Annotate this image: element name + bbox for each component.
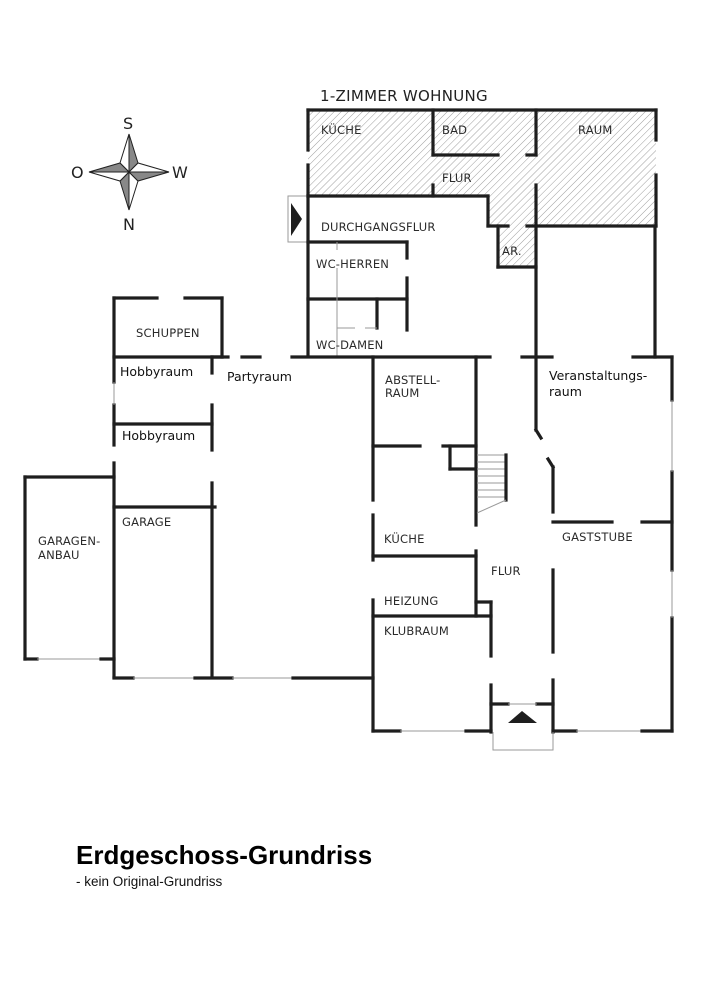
- room-label-abstellraum-2: RAUM: [385, 386, 420, 400]
- room-label-heizung: HEIZUNG: [384, 594, 439, 608]
- room-label-garagenanbau-2: ANBAU: [38, 548, 80, 562]
- room-label-klubraum: KLUBRAUM: [384, 624, 449, 638]
- room-label-hobbyraum-1: Hobbyraum: [120, 364, 193, 379]
- room-label-gaststube: GASTSTUBE: [562, 530, 633, 544]
- room-label-abstellraum-1: ABSTELL-: [385, 373, 441, 387]
- compass-label-top: S: [123, 114, 133, 133]
- room-label-veranstaltungsraum-1: Veranstaltungs-: [549, 368, 647, 383]
- room-label-kueche-top: KÜCHE: [321, 121, 362, 137]
- compass-label-bottom: N: [123, 215, 135, 234]
- room-label-wc-herren: WC-HERREN: [316, 257, 389, 271]
- room-label-veranstaltungsraum-2: raum: [549, 384, 582, 399]
- entrance-arrow-icon: [508, 711, 537, 723]
- room-label-bad: BAD: [442, 123, 467, 137]
- room-label-garage: GARAGE: [122, 515, 171, 529]
- compass-label-right: W: [172, 163, 188, 182]
- wc-walls: [306, 194, 500, 358]
- room-label-partyraum: Partyraum: [227, 369, 292, 384]
- apartment-walls: [306, 108, 658, 269]
- apartment-title: 1-ZIMMER WOHNUNG: [320, 87, 488, 105]
- apartment-hatched-area: [308, 110, 656, 267]
- entrance-arrow-icon: [291, 203, 302, 236]
- side-entrance: [287, 195, 309, 243]
- room-label-ar: AR.: [502, 244, 522, 258]
- compass-label-left: O: [71, 163, 84, 182]
- room-label-wc-damen: WC-DAMEN: [316, 338, 383, 352]
- room-label-durchgangsflur: DURCHGANGSFLUR: [321, 220, 436, 234]
- main-entrance: [492, 711, 554, 751]
- room-label-kueche: KÜCHE: [384, 530, 425, 546]
- plan-subtitle: - kein Original-Grundriss: [76, 874, 223, 889]
- plan-title: Erdgeschoss-Grundriss: [76, 840, 373, 870]
- staircase: [476, 453, 508, 514]
- room-label-hobbyraum-2: Hobbyraum: [122, 428, 195, 443]
- compass-rose-icon: S N O W: [71, 114, 188, 234]
- room-label-flur: FLUR: [491, 564, 521, 578]
- room-label-schuppen: SCHUPPEN: [136, 326, 200, 340]
- room-label-garagenanbau-1: GARAGEN-: [38, 534, 101, 548]
- room-label-flur-top: FLUR: [442, 171, 472, 185]
- main-walls: [23, 224, 674, 734]
- room-label-raum: RAUM: [578, 123, 613, 137]
